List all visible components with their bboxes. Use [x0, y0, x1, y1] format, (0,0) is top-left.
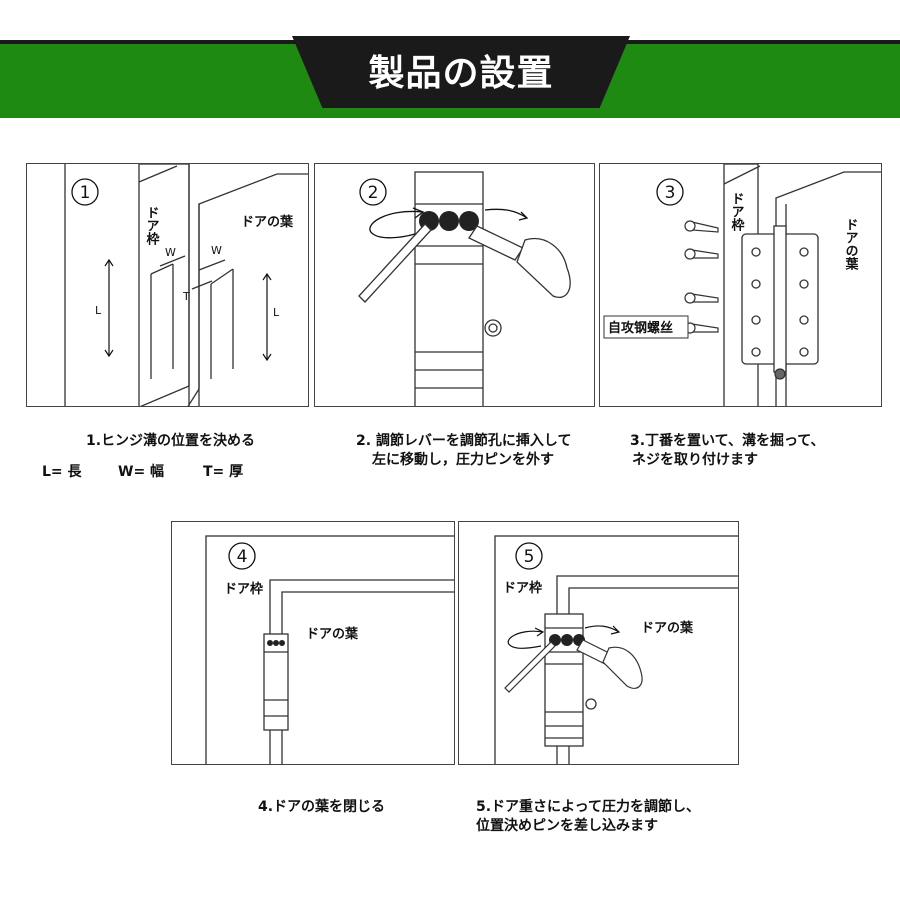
page-title: 製品の設置 — [368, 53, 554, 94]
step-2-caption-line-2: 左に移動し，圧力ピンを外す — [372, 452, 554, 468]
step-5-illustration: 5 ドア枠 ドアの葉 — [494, 535, 738, 764]
step-1-leaf-label: ドアの葉 — [241, 214, 294, 230]
step-4-caption: 4.ドアの葉を閉じる — [258, 799, 386, 815]
step-1-caption: 1.ヒンジ溝の位置を決める — [86, 433, 256, 449]
step-5-caption-line-2: 位置決めピンを差し込みます — [476, 818, 658, 834]
step-3-leaf-label: ドアの葉 — [843, 218, 860, 271]
step-2-panel: 2 — [314, 163, 595, 407]
step-1-l-left: L — [95, 304, 102, 317]
step-1-number-ring — [71, 178, 99, 206]
step-2-caption: 2. 調節レバーを調節孔に挿入して 左に移動し，圧力ピンを外す — [356, 432, 572, 470]
step-5-leaf-label: ドアの葉 — [641, 620, 694, 636]
step-3-caption: 3.丁番を置いて、溝を掘って、 ネジを取り付けます — [630, 432, 825, 470]
step-4-number: 4 — [237, 547, 248, 567]
step-3-number: 3 — [665, 183, 676, 203]
step-3-caption-line-2: ネジを取り付けます — [632, 452, 758, 468]
step-4-number-ring — [228, 542, 256, 570]
legend-width: W= 幅 — [118, 464, 165, 480]
step-5-frame-label: ドア枠 — [503, 580, 542, 596]
step-4-panel: 4 ドア枠 ドアの葉 — [171, 521, 455, 765]
header: 製品の設置 — [0, 0, 900, 120]
step-3-screw-label-box — [603, 315, 689, 339]
header-title-plate — [292, 36, 630, 108]
legend-thickness: T= 厚 — [203, 464, 244, 480]
step-5-caption: 5.ドア重さによって圧力を調節し、 位置決めピンを差し込みます — [476, 798, 700, 836]
step-2-number: 2 — [368, 183, 379, 203]
step-3-number-ring — [656, 178, 684, 206]
step-3-caption-line-1: 3.丁番を置いて、溝を掘って、 — [630, 433, 825, 449]
step-1-t: T — [182, 290, 190, 303]
step-4-frame-label: ドア枠 — [224, 581, 263, 597]
step-1-w-left: W — [165, 246, 176, 259]
legend-length: L= 長 — [42, 464, 82, 480]
step-1-illustration: 1 ドア枠 ドアの葉 W W T L L — [64, 164, 308, 406]
step-3-screw-label: 自攻钢螺丝 — [608, 320, 673, 336]
step-4-illustration: 4 ドア枠 ドアの葉 — [205, 535, 454, 764]
step-4-leaf-label: ドアの葉 — [306, 626, 359, 642]
step-2-number-ring — [359, 178, 387, 206]
step-1-w-right: W — [211, 244, 222, 257]
step-1-panel: 1 ドア枠 ドアの葉 W W T L L — [26, 163, 309, 407]
step-5-caption-line-1: 5.ドア重さによって圧力を調節し、 — [476, 799, 700, 815]
step-3-frame-label: ドア枠 — [729, 192, 745, 232]
step-2-illustration: 2 — [358, 171, 571, 406]
step-5-number: 5 — [524, 547, 535, 567]
step-3-illustration: 3 ドア枠 ドアの葉 自攻钢螺丝 — [603, 164, 881, 406]
step-1-number: 1 — [80, 183, 91, 203]
step-3-panel: 3 ドア枠 ドアの葉 自攻钢螺丝 — [599, 163, 882, 407]
step-1-l-right: L — [273, 306, 280, 319]
step-5-panel: 5 ドア枠 ドアの葉 — [458, 521, 739, 765]
step-2-caption-line-1: 2. 調節レバーを調節孔に挿入して — [356, 433, 572, 449]
step-5-number-ring — [515, 542, 543, 570]
step-1-frame-label: ドア枠 — [144, 206, 160, 246]
